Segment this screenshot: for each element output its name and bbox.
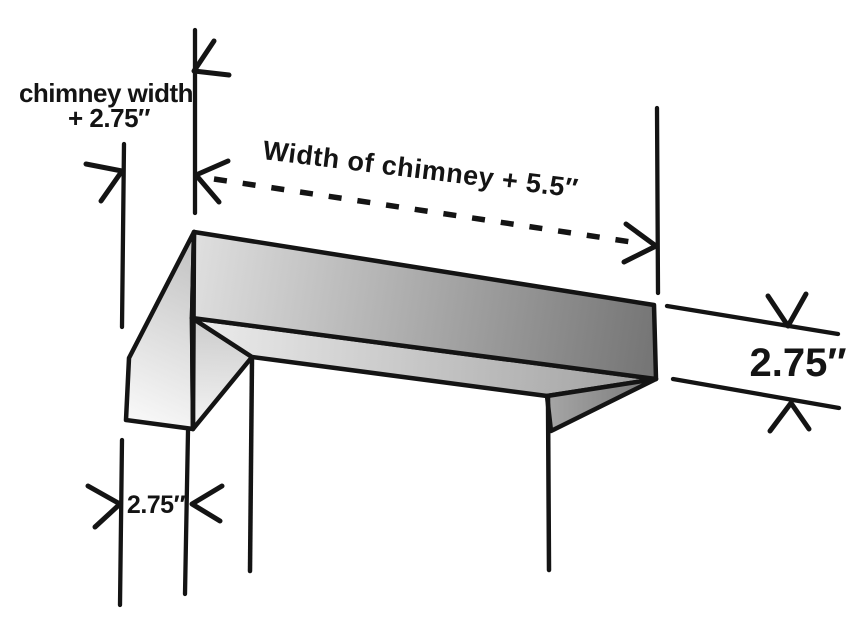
label-chimney-width-line1: chimney width: [19, 78, 193, 108]
crown-left-face: [123, 229, 197, 432]
dimension-lines: [117, 27, 842, 608]
dim-line-right-bottom: [670, 376, 842, 411]
width-dim-right-arrowhead: [621, 221, 659, 265]
chimney-width-dim-left-arrowhead: [83, 161, 125, 204]
width-dim-dashed-line: [213, 176, 639, 246]
right-dim-down-arrowhead: [765, 291, 809, 329]
extension-line-top-right: [654, 105, 661, 296]
extension-line-bottom-left-inner: [182, 428, 191, 597]
extension-line-top-left: [119, 141, 127, 330]
label-right-height-dim: 2.75″: [749, 341, 846, 385]
chimney-leg-front-right: [545, 394, 552, 573]
dim-line-right-top: [664, 303, 841, 337]
right-dim-up-arrowhead: [767, 400, 812, 434]
chimney-width-dim-top-arrowhead: [191, 38, 232, 78]
width-dim-left-arrowhead: [193, 158, 231, 205]
extension-line-bottom-left-outer: [117, 437, 125, 608]
label-chimney-width-line2: + 2.75″: [68, 103, 150, 133]
crown-shape: [123, 229, 659, 574]
arrowheads: [83, 38, 812, 530]
label-bottom-left-dim: 2.75″: [127, 491, 186, 519]
crown-front-left-edge: [190, 229, 197, 432]
bottom-left-dim-left-arrowhead: [85, 483, 123, 530]
bottom-left-dim-right-arrowhead: [189, 483, 225, 524]
chimney-leg-front-left: [247, 355, 255, 574]
